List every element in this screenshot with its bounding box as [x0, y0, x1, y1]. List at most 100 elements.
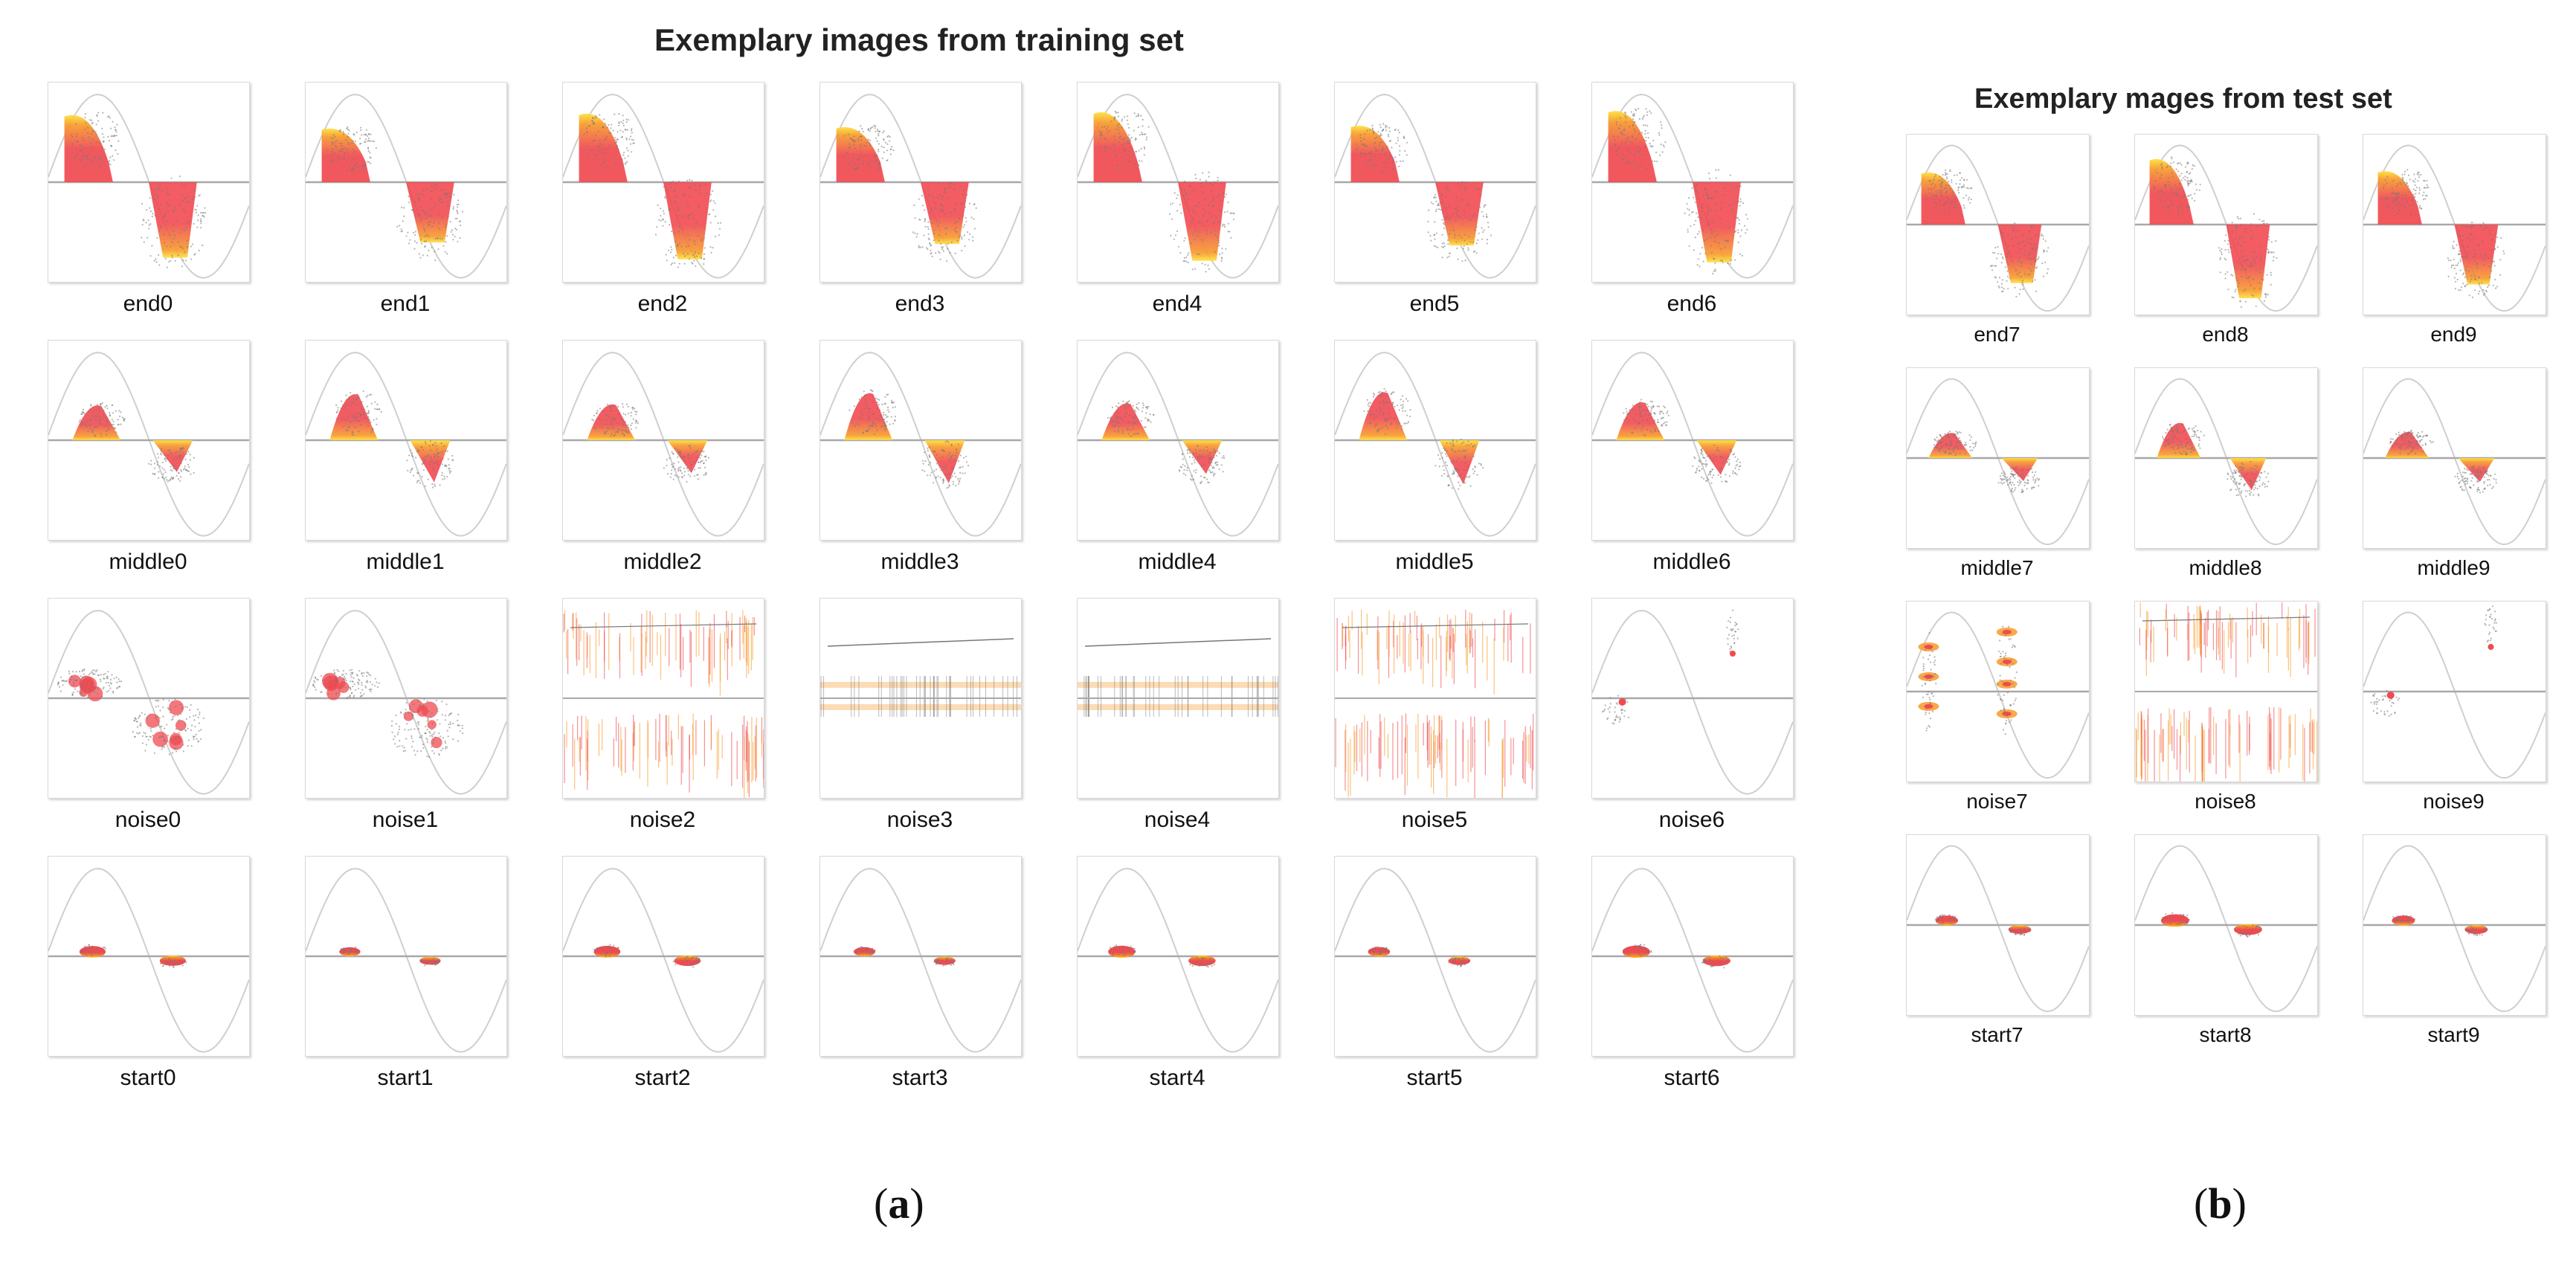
thumbnail-image[interactable] — [2363, 134, 2546, 315]
thumbnail-image[interactable] — [1077, 82, 1279, 283]
waveform-plot — [2135, 378, 2317, 546]
thumbnail-image[interactable] — [48, 856, 250, 1057]
thumbnail-image[interactable] — [305, 856, 507, 1057]
thumbnail-image[interactable] — [1334, 856, 1536, 1057]
thumbnail-middle9[interactable]: middle9 — [2363, 367, 2576, 601]
thumbnail-end6[interactable]: end6 — [1591, 82, 1849, 340]
thumbnail-caption: middle2 — [623, 550, 702, 574]
thumbnail-middle7[interactable]: middle7 — [1906, 367, 2134, 601]
waveform-plot — [1592, 868, 1793, 1053]
thumbnail-middle1[interactable]: middle1 — [305, 340, 562, 598]
thumbnail-image[interactable] — [1334, 82, 1536, 283]
thumbnail-image[interactable] — [1591, 340, 1794, 541]
thumbnail-noise3[interactable]: noise3 — [820, 598, 1077, 856]
thumbnail-image[interactable] — [1334, 340, 1536, 541]
thumbnail-image[interactable] — [305, 340, 507, 541]
thumbnail-end7[interactable]: end7 — [1906, 134, 2134, 367]
thumbnail-start7[interactable]: start7 — [1906, 834, 2134, 1068]
thumbnail-image[interactable] — [48, 340, 250, 541]
thumbnail-start9[interactable]: start9 — [2363, 834, 2576, 1068]
thumbnail-start5[interactable]: start5 — [1334, 856, 1591, 1114]
thumbnail-image[interactable] — [1591, 856, 1794, 1057]
waveform-plot — [306, 352, 506, 537]
thumbnail-image[interactable] — [1906, 134, 2090, 315]
thumbnail-image[interactable] — [305, 598, 507, 799]
thumbnail-middle8[interactable]: middle8 — [2134, 367, 2363, 601]
thumbnail-middle5[interactable]: middle5 — [1334, 340, 1591, 598]
thumbnail-start1[interactable]: start1 — [305, 856, 562, 1114]
thumbnail-start6[interactable]: start6 — [1591, 856, 1849, 1114]
thumbnail-image[interactable] — [2134, 134, 2318, 315]
thumbnail-image[interactable] — [820, 340, 1022, 541]
thumbnail-image[interactable] — [2363, 367, 2546, 549]
thumbnail-image[interactable] — [2134, 601, 2318, 782]
thumbnail-image[interactable] — [2134, 834, 2318, 1016]
thumbnail-end9[interactable]: end9 — [2363, 134, 2576, 367]
thumbnail-image[interactable] — [820, 598, 1022, 799]
thumbnail-image[interactable] — [562, 340, 764, 541]
thumbnail-start8[interactable]: start8 — [2134, 834, 2363, 1068]
thumbnail-noise9[interactable]: noise9 — [2363, 601, 2576, 834]
thumbnail-start3[interactable]: start3 — [820, 856, 1077, 1114]
thumbnail-middle3[interactable]: middle3 — [820, 340, 1077, 598]
thumbnail-noise0[interactable]: noise0 — [48, 598, 305, 856]
thumbnail-image[interactable] — [562, 82, 764, 283]
thumbnail-image[interactable] — [1591, 82, 1794, 283]
thumbnail-start2[interactable]: start2 — [562, 856, 820, 1114]
waveform-plot — [1335, 868, 1536, 1053]
thumbnail-caption: noise2 — [629, 808, 696, 832]
thumbnail-image[interactable] — [1906, 367, 2090, 549]
thumbnail-image[interactable] — [1077, 856, 1279, 1057]
thumbnail-image[interactable] — [1906, 834, 2090, 1016]
thumbnail-caption: end6 — [1667, 291, 1717, 316]
thumbnail-caption: middle6 — [1652, 550, 1731, 574]
thumbnail-image[interactable] — [1906, 601, 2090, 782]
thumbnail-end2[interactable]: end2 — [562, 82, 820, 340]
thumbnail-caption: noise8 — [2195, 790, 2256, 813]
thumbnail-caption: middle9 — [2417, 556, 2490, 579]
thumbnail-middle4[interactable]: middle4 — [1077, 340, 1334, 598]
thumbnail-image[interactable] — [820, 856, 1022, 1057]
thumbnail-image[interactable] — [48, 82, 250, 283]
thumbnail-caption: start9 — [2427, 1023, 2480, 1046]
thumbnail-image[interactable] — [2363, 834, 2546, 1016]
waveform-plot — [1335, 609, 1536, 798]
thumbnail-image[interactable] — [2363, 601, 2546, 782]
thumbnail-image[interactable] — [1334, 598, 1536, 799]
thumbnail-start0[interactable]: start0 — [48, 856, 305, 1114]
thumbnail-noise6[interactable]: noise6 — [1591, 598, 1849, 856]
waveform-plot — [2363, 845, 2546, 1013]
thumbnail-noise2[interactable]: noise2 — [562, 598, 820, 856]
thumbnail-noise1[interactable]: noise1 — [305, 598, 562, 856]
thumbnail-end4[interactable]: end4 — [1077, 82, 1334, 340]
thumbnail-image[interactable] — [48, 598, 250, 799]
thumbnail-middle0[interactable]: middle0 — [48, 340, 305, 598]
thumbnail-middle2[interactable]: middle2 — [562, 340, 820, 598]
thumbnail-noise5[interactable]: noise5 — [1334, 598, 1591, 856]
thumbnail-image[interactable] — [1077, 340, 1279, 541]
waveform-plot — [1907, 845, 2089, 1013]
thumbnail-image[interactable] — [820, 82, 1022, 283]
thumbnail-end1[interactable]: end1 — [305, 82, 562, 340]
thumbnail-image[interactable] — [562, 856, 764, 1057]
waveform-plot — [820, 868, 1021, 1053]
thumbnail-end5[interactable]: end5 — [1334, 82, 1591, 340]
thumbnail-middle6[interactable]: middle6 — [1591, 340, 1849, 598]
thumbnail-end3[interactable]: end3 — [820, 82, 1077, 340]
thumbnail-end0[interactable]: end0 — [48, 82, 305, 340]
thumbnail-caption: middle8 — [2189, 556, 2262, 579]
thumbnail-end8[interactable]: end8 — [2134, 134, 2363, 367]
thumbnail-noise7[interactable]: noise7 — [1906, 601, 2134, 834]
thumbnail-image[interactable] — [1077, 598, 1279, 799]
waveform-plot — [563, 868, 764, 1053]
thumbnail-noise4[interactable]: noise4 — [1077, 598, 1334, 856]
thumbnail-image[interactable] — [1591, 598, 1794, 799]
thumbnail-start4[interactable]: start4 — [1077, 856, 1334, 1114]
thumbnail-caption: end4 — [1152, 291, 1202, 316]
thumbnail-image[interactable] — [305, 82, 507, 283]
thumbnail-image[interactable] — [2134, 367, 2318, 549]
thumbnail-noise8[interactable]: noise8 — [2134, 601, 2363, 834]
thumbnail-image[interactable] — [562, 598, 764, 799]
